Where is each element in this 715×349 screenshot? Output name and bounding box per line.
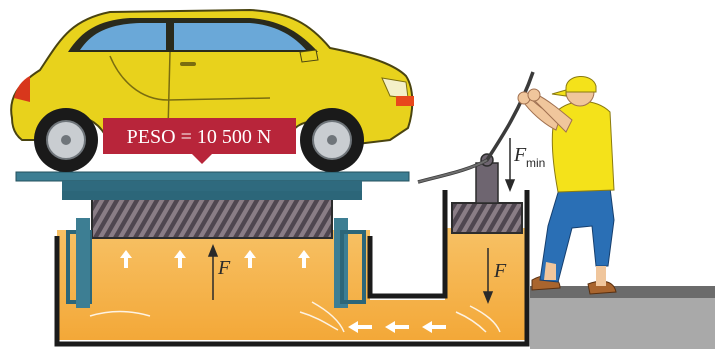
force-arrow-handle (506, 138, 514, 190)
car-taillight (14, 76, 30, 102)
ground-step (530, 286, 715, 349)
force-label-piston: F (217, 257, 231, 279)
force-label-pump: F (493, 260, 507, 282)
pump-piston (452, 154, 522, 233)
force-label-handle: F (513, 144, 527, 166)
lift-platform (16, 172, 409, 191)
car-wheel-front (300, 108, 364, 172)
weight-banner: PESO = 10 500 N (103, 118, 296, 164)
person-cap (566, 76, 596, 92)
force-label-handle-subscript: min (526, 156, 545, 170)
hydraulic-fluid (57, 228, 525, 340)
large-piston (62, 186, 362, 238)
person-pumping (518, 76, 616, 294)
weight-label: PESO = 10 500 N (127, 126, 272, 148)
car-wheel-rear (34, 108, 98, 172)
